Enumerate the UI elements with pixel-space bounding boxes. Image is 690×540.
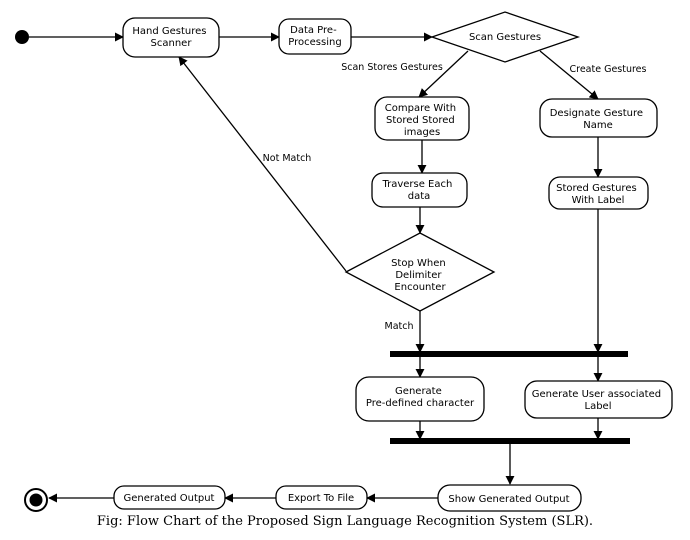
node-generated-output: Generated Output bbox=[113, 485, 226, 510]
svg-text:Designate Gesture Name: Designate Gesture Name bbox=[550, 108, 647, 131]
node-designate-gesture-name: Designate Gesture Name bbox=[539, 98, 658, 138]
svg-text:Scan Gestures: Scan Gestures bbox=[469, 32, 541, 43]
node-generate-predefined: Generate Pre-defined character bbox=[355, 376, 485, 422]
start-node bbox=[15, 30, 29, 44]
figure-caption: Fig: Flow Chart of the Proposed Sign Lan… bbox=[96, 514, 594, 529]
svg-text:Hand Gestures Scanner: Hand Gestures Scanner bbox=[132, 26, 209, 49]
edge-label-create-gestures: Create Gestures bbox=[570, 64, 647, 75]
edge-not-match-to-scanner bbox=[178, 56, 347, 272]
svg-text:Stored Gestures With Lab: Stored Gestures With Label bbox=[556, 183, 640, 206]
svg-text:Generate User associated: Generate User associated Label bbox=[532, 389, 665, 412]
edge-label-scan-stores: Scan Stores Gestures bbox=[341, 62, 443, 73]
edge-label-not-match: Not Match bbox=[263, 153, 312, 164]
node-compare-stored: Compare With Stored Stored images bbox=[374, 96, 470, 141]
svg-text:Show Generated Output: Show Generated Output bbox=[448, 494, 569, 505]
end-node bbox=[24, 488, 48, 512]
svg-text:Traverse Each data: Traverse Each data bbox=[381, 179, 455, 202]
svg-text:Stop When Delimiter: Stop When Delimiter Encounter bbox=[391, 258, 449, 293]
svg-text:Compare With Stored Stor: Compare With Stored Stored images bbox=[385, 103, 459, 138]
svg-text:Data Pre- Processing: Data Pre- Processing bbox=[288, 25, 341, 48]
edge-label-match: Match bbox=[385, 321, 414, 332]
sync-bar-bottom bbox=[390, 438, 630, 444]
node-export-to-file: Export To File bbox=[275, 485, 368, 510]
svg-text:Generated Output: Generated Output bbox=[124, 493, 215, 504]
node-stored-gestures-label: Stored Gestures With Label bbox=[548, 176, 649, 210]
node-traverse-data: Traverse Each data bbox=[371, 172, 468, 208]
edge-scan-to-compare bbox=[418, 50, 469, 98]
svg-text:Generate Pre-defined cha: Generate Pre-defined character bbox=[366, 386, 475, 409]
edges bbox=[29, 32, 603, 503]
svg-text:Export To File: Export To File bbox=[288, 493, 354, 504]
node-scan-gestures: Scan Gestures bbox=[429, 11, 581, 63]
node-data-preprocessing: Data Pre- Processing bbox=[278, 18, 352, 55]
sync-bar-top bbox=[390, 351, 628, 357]
node-stop-delimiter: Stop When Delimiter Encounter bbox=[344, 232, 496, 312]
node-show-generated-output: Show Generated Output bbox=[437, 484, 582, 512]
node-hand-gestures-scanner: Hand Gestures Scanner bbox=[122, 17, 220, 58]
node-generate-user-label: Generate User associated Label bbox=[524, 380, 673, 419]
edge-scan-to-designate bbox=[539, 50, 599, 100]
